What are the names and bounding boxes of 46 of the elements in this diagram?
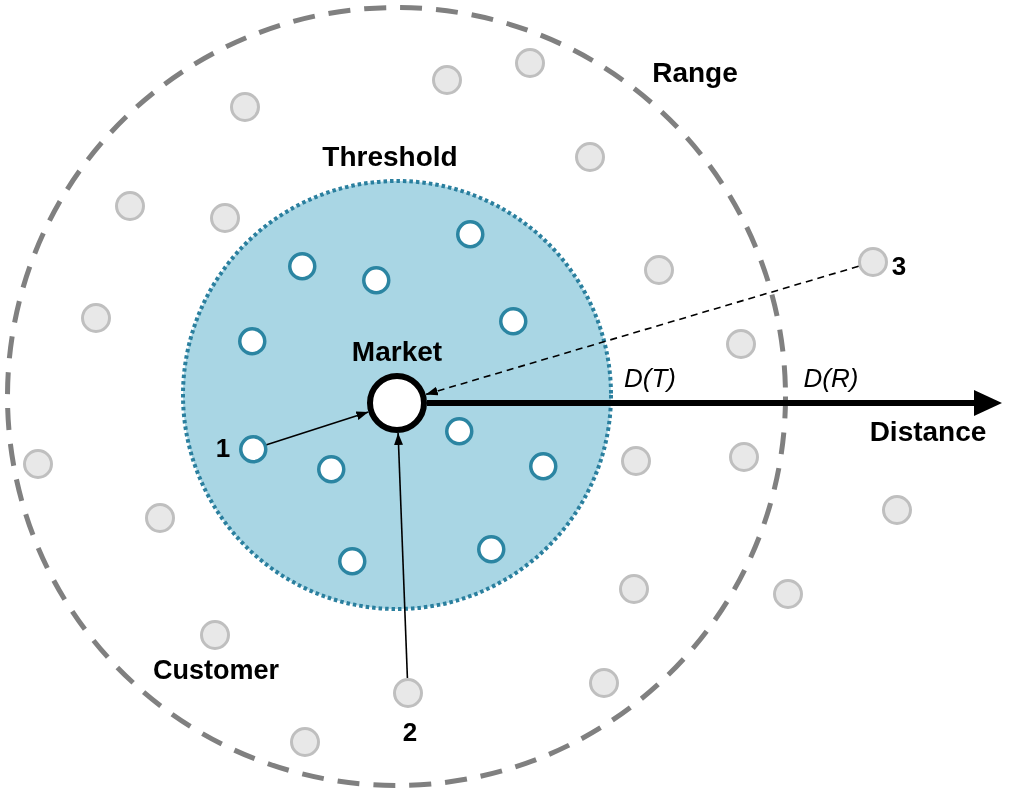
customer-dot bbox=[287, 251, 317, 281]
customer-dot bbox=[515, 48, 545, 78]
customer-dot bbox=[528, 451, 558, 481]
callout-number: 2 bbox=[402, 719, 418, 745]
customer-dot bbox=[230, 92, 260, 122]
customer-dot bbox=[726, 329, 756, 359]
customer-dot bbox=[237, 326, 267, 356]
customer-dot bbox=[858, 247, 888, 277]
customer-dot bbox=[882, 495, 912, 525]
customer-dot bbox=[575, 142, 605, 172]
region-label: Threshold bbox=[322, 143, 458, 171]
customer-dot bbox=[476, 534, 506, 564]
dashed-arrow bbox=[425, 265, 860, 396]
customer-dot bbox=[773, 579, 803, 609]
customer-dot bbox=[200, 620, 230, 650]
node-label: Market bbox=[351, 338, 443, 366]
customer-dot bbox=[619, 574, 649, 604]
arrow bbox=[265, 411, 370, 446]
arrow bbox=[394, 432, 409, 679]
range-boundary bbox=[4, 4, 788, 788]
point-label: Customer bbox=[153, 656, 279, 684]
customer-dot bbox=[498, 306, 528, 336]
customer-dot bbox=[729, 442, 759, 472]
callout-number: 1 bbox=[215, 435, 231, 461]
customer-dot bbox=[444, 416, 474, 446]
customer-dot bbox=[210, 203, 240, 233]
customer-dot bbox=[621, 446, 651, 476]
customer-dot bbox=[361, 265, 391, 295]
customer-dot bbox=[81, 303, 111, 333]
axis-label: Distance bbox=[869, 418, 987, 446]
axis-tick-label: D(R) bbox=[803, 365, 859, 391]
customer-dot bbox=[23, 449, 53, 479]
customer-dot bbox=[145, 503, 175, 533]
customer-dot bbox=[238, 434, 268, 464]
customer-dot bbox=[644, 255, 674, 285]
customer-dot bbox=[455, 219, 485, 249]
customer-dot bbox=[393, 678, 423, 708]
customer-dot bbox=[290, 727, 320, 757]
axis-tick-label: D(T) bbox=[624, 365, 676, 391]
customer-dot bbox=[432, 65, 462, 95]
region-label: Range bbox=[652, 59, 738, 87]
customer-dot bbox=[316, 454, 346, 484]
callout-number: 3 bbox=[891, 253, 907, 279]
customer-dot bbox=[337, 546, 367, 576]
customer-dot bbox=[115, 191, 145, 221]
customer-dot bbox=[589, 668, 619, 698]
